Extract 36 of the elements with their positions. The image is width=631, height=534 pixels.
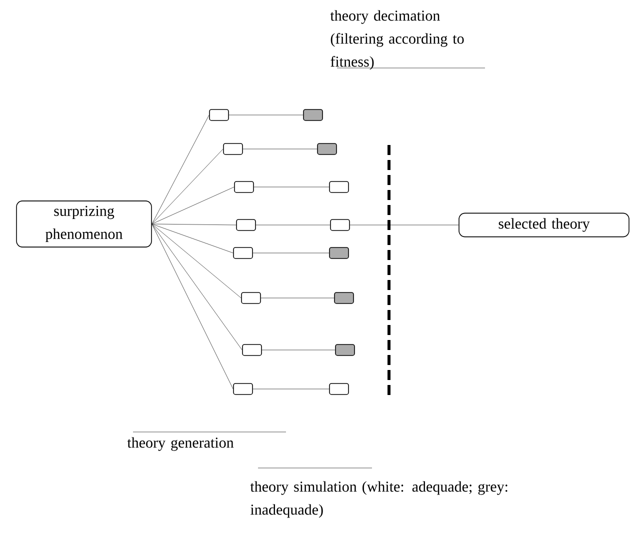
small-box — [209, 109, 229, 121]
connector-line — [252, 388, 330, 390]
small-box — [303, 109, 323, 121]
connector-line — [152, 148, 224, 224]
connector-line — [350, 224, 459, 226]
small-box — [329, 181, 349, 193]
small-box — [329, 383, 349, 395]
small-box — [334, 292, 354, 304]
caption-text: theory decimation (filtering according to fitness) — [330, 10, 464, 70]
small-box — [223, 143, 243, 155]
connector-line — [252, 252, 330, 254]
small-box — [241, 292, 261, 304]
small-box — [329, 247, 349, 259]
connector-line — [228, 114, 304, 116]
connector-line — [152, 224, 234, 390]
small-box — [335, 344, 355, 356]
connector-line — [152, 224, 236, 226]
process-box: surprizing phenomenon — [16, 200, 152, 248]
small-box — [236, 219, 256, 231]
small-box — [233, 383, 253, 395]
process-box: selected theory — [458, 212, 630, 238]
small-box — [233, 247, 253, 259]
small-box — [330, 219, 350, 231]
caption-text: theory generation — [127, 437, 234, 451]
connector-line — [242, 148, 318, 150]
small-box — [317, 143, 337, 155]
connector-line — [152, 224, 242, 350]
caption-text: theory simulation (white: adequade; grey: inadequade) — [250, 481, 508, 518]
connector-line — [254, 186, 330, 188]
connector-line — [152, 224, 242, 298]
small-box — [242, 344, 262, 356]
connector-line — [152, 186, 234, 224]
connector-line — [256, 224, 330, 226]
connector-line — [152, 114, 210, 224]
connector-line — [152, 224, 234, 254]
small-box — [234, 181, 254, 193]
